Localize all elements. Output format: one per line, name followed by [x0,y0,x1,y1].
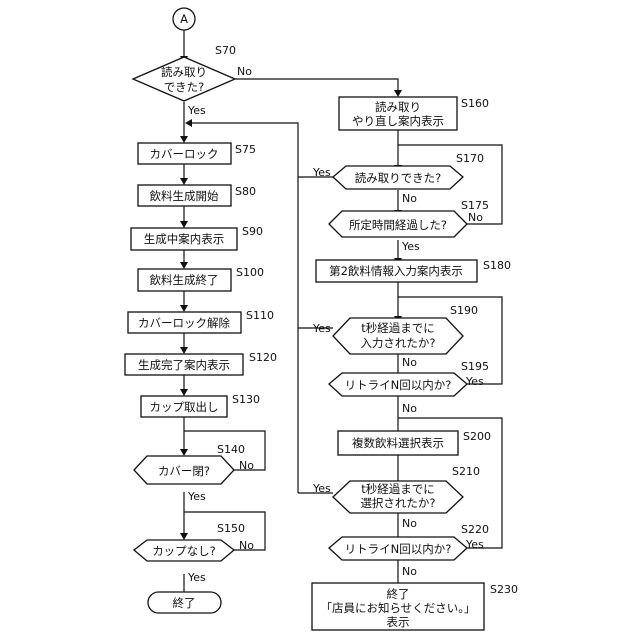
process-s75-label: カバーロック [150,147,219,161]
process-s160: 読み取り やり直し案内表示 S160 [339,97,489,130]
branch-s170-no: No [402,192,417,205]
step-id-s170: S170 [456,152,484,165]
step-id-s75: S75 [235,143,256,156]
process-s200-label: 複数飲料選択表示 [352,436,444,450]
branch-s195-no: No [402,402,417,415]
decision-s140-label: カバー閉? [158,464,210,478]
connector-a-label: A [180,12,188,26]
branch-s210-no: No [402,517,417,530]
process-s110: カバーロック解除 S110 [128,309,274,333]
branch-s70-yes: Yes [187,104,206,117]
decision-s170-label: 読み取りできた? [355,171,442,185]
branch-s170-yes: Yes [312,166,331,179]
decision-s150-label: カップなし? [152,544,216,558]
terminator-s230-line1: 終了 [387,587,410,601]
decision-s195-label: リトライN回以内か? [345,378,452,392]
step-id-s90: S90 [242,225,263,238]
decision-s70: 読み取り できた? S70 No Yes [133,44,252,117]
branch-s150-yes: Yes [187,571,206,584]
step-id-s70: S70 [215,44,236,57]
terminator-s230-line2: 「店員にお知らせください。」 [320,601,475,615]
decision-s175: 所定時間経過した? S175 No Yes [329,199,489,253]
step-id-s140: S140 [217,443,245,456]
decision-s220-label: リトライN回以内か? [345,542,452,556]
process-s120: 生成完了案内表示 S120 [125,351,277,375]
branch-s175-yes: Yes [401,240,420,253]
branch-s140-yes: Yes [187,490,206,503]
process-s100: 飲料生成終了 S100 [138,266,264,291]
branch-s220-yes: Yes [465,538,484,551]
step-id-s150: S150 [217,522,245,535]
decision-s210: t秒経過までに 選択されたか? S210 Yes No [312,465,480,530]
step-id-s80: S80 [235,185,256,198]
branch-s190-no: No [402,356,417,369]
step-id-s110: S110 [246,309,274,322]
decision-s140: カバー閉? S140 No Yes [134,443,254,503]
process-s180: 第2飲料情報入力案内表示 S180 [316,259,511,282]
branch-s195-yes: Yes [465,375,484,388]
decision-s210-line1: t秒経過までに [361,482,435,496]
process-s90: 生成中案内表示 S90 [131,225,263,250]
step-id-s220: S220 [461,523,489,536]
process-s130: カップ取出し S130 [141,393,260,417]
step-id-s200: S200 [463,430,491,443]
process-s75: カバーロック S75 [138,143,256,164]
step-id-s120: S120 [249,351,277,364]
process-s160-line2: やり直し案内表示 [352,114,444,128]
terminator-s230: 終了 「店員にお知らせください。」 表示 S230 [312,583,518,630]
decision-s70-line2: できた? [164,80,205,94]
branch-s210-yes: Yes [312,482,331,495]
decision-s210-line2: 選択されたか? [360,496,435,510]
decision-s190: t秒経過までに 入力されたか? S190 Yes No [312,304,478,369]
decision-s220: リトライN回以内か? S220 Yes No [329,523,489,578]
process-s100-label: 飲料生成終了 [150,273,219,287]
terminator-end-label: 終了 [173,596,196,610]
step-id-s100: S100 [236,266,264,279]
process-s160-line1: 読み取り [375,100,421,114]
decision-s190-line1: t秒経過までに [361,321,435,335]
connector-a: A [173,8,195,30]
process-s130-label: カップ取出し [150,400,219,414]
process-s110-label: カバーロック解除 [138,316,230,330]
step-id-s180: S180 [483,259,511,272]
branch-s70-no: No [237,65,252,78]
step-id-s190: S190 [450,304,478,317]
branch-s150-no: No [239,539,254,552]
branch-s190-yes: Yes [312,322,331,335]
decision-s175-label: 所定時間経過した? [349,218,447,232]
branch-s140-no: No [239,459,254,472]
decision-s190-line2: 入力されたか? [360,336,435,350]
branch-s220-no: No [402,565,417,578]
step-id-s160: S160 [461,97,489,110]
process-s120-label: 生成完了案内表示 [138,358,230,372]
process-s90-label: 生成中案内表示 [144,232,225,246]
decision-s150: カップなし? S150 No Yes [134,522,254,584]
step-id-s195: S195 [461,360,489,373]
branch-s175-no: No [468,211,483,224]
terminator-end: 終了 [148,592,221,613]
step-id-s230: S230 [490,583,518,596]
process-s80-label: 飲料生成開始 [150,189,219,203]
terminator-s230-line3: 表示 [387,615,410,629]
step-id-s210: S210 [452,465,480,478]
process-s200: 複数飲料選択表示 S200 [338,430,491,455]
process-s80: 飲料生成開始 S80 [138,185,256,206]
step-id-s130: S130 [232,393,260,406]
decision-s70-line1: 読み取り [161,65,207,79]
process-s180-label: 第2飲料情報入力案内表示 [329,264,463,278]
